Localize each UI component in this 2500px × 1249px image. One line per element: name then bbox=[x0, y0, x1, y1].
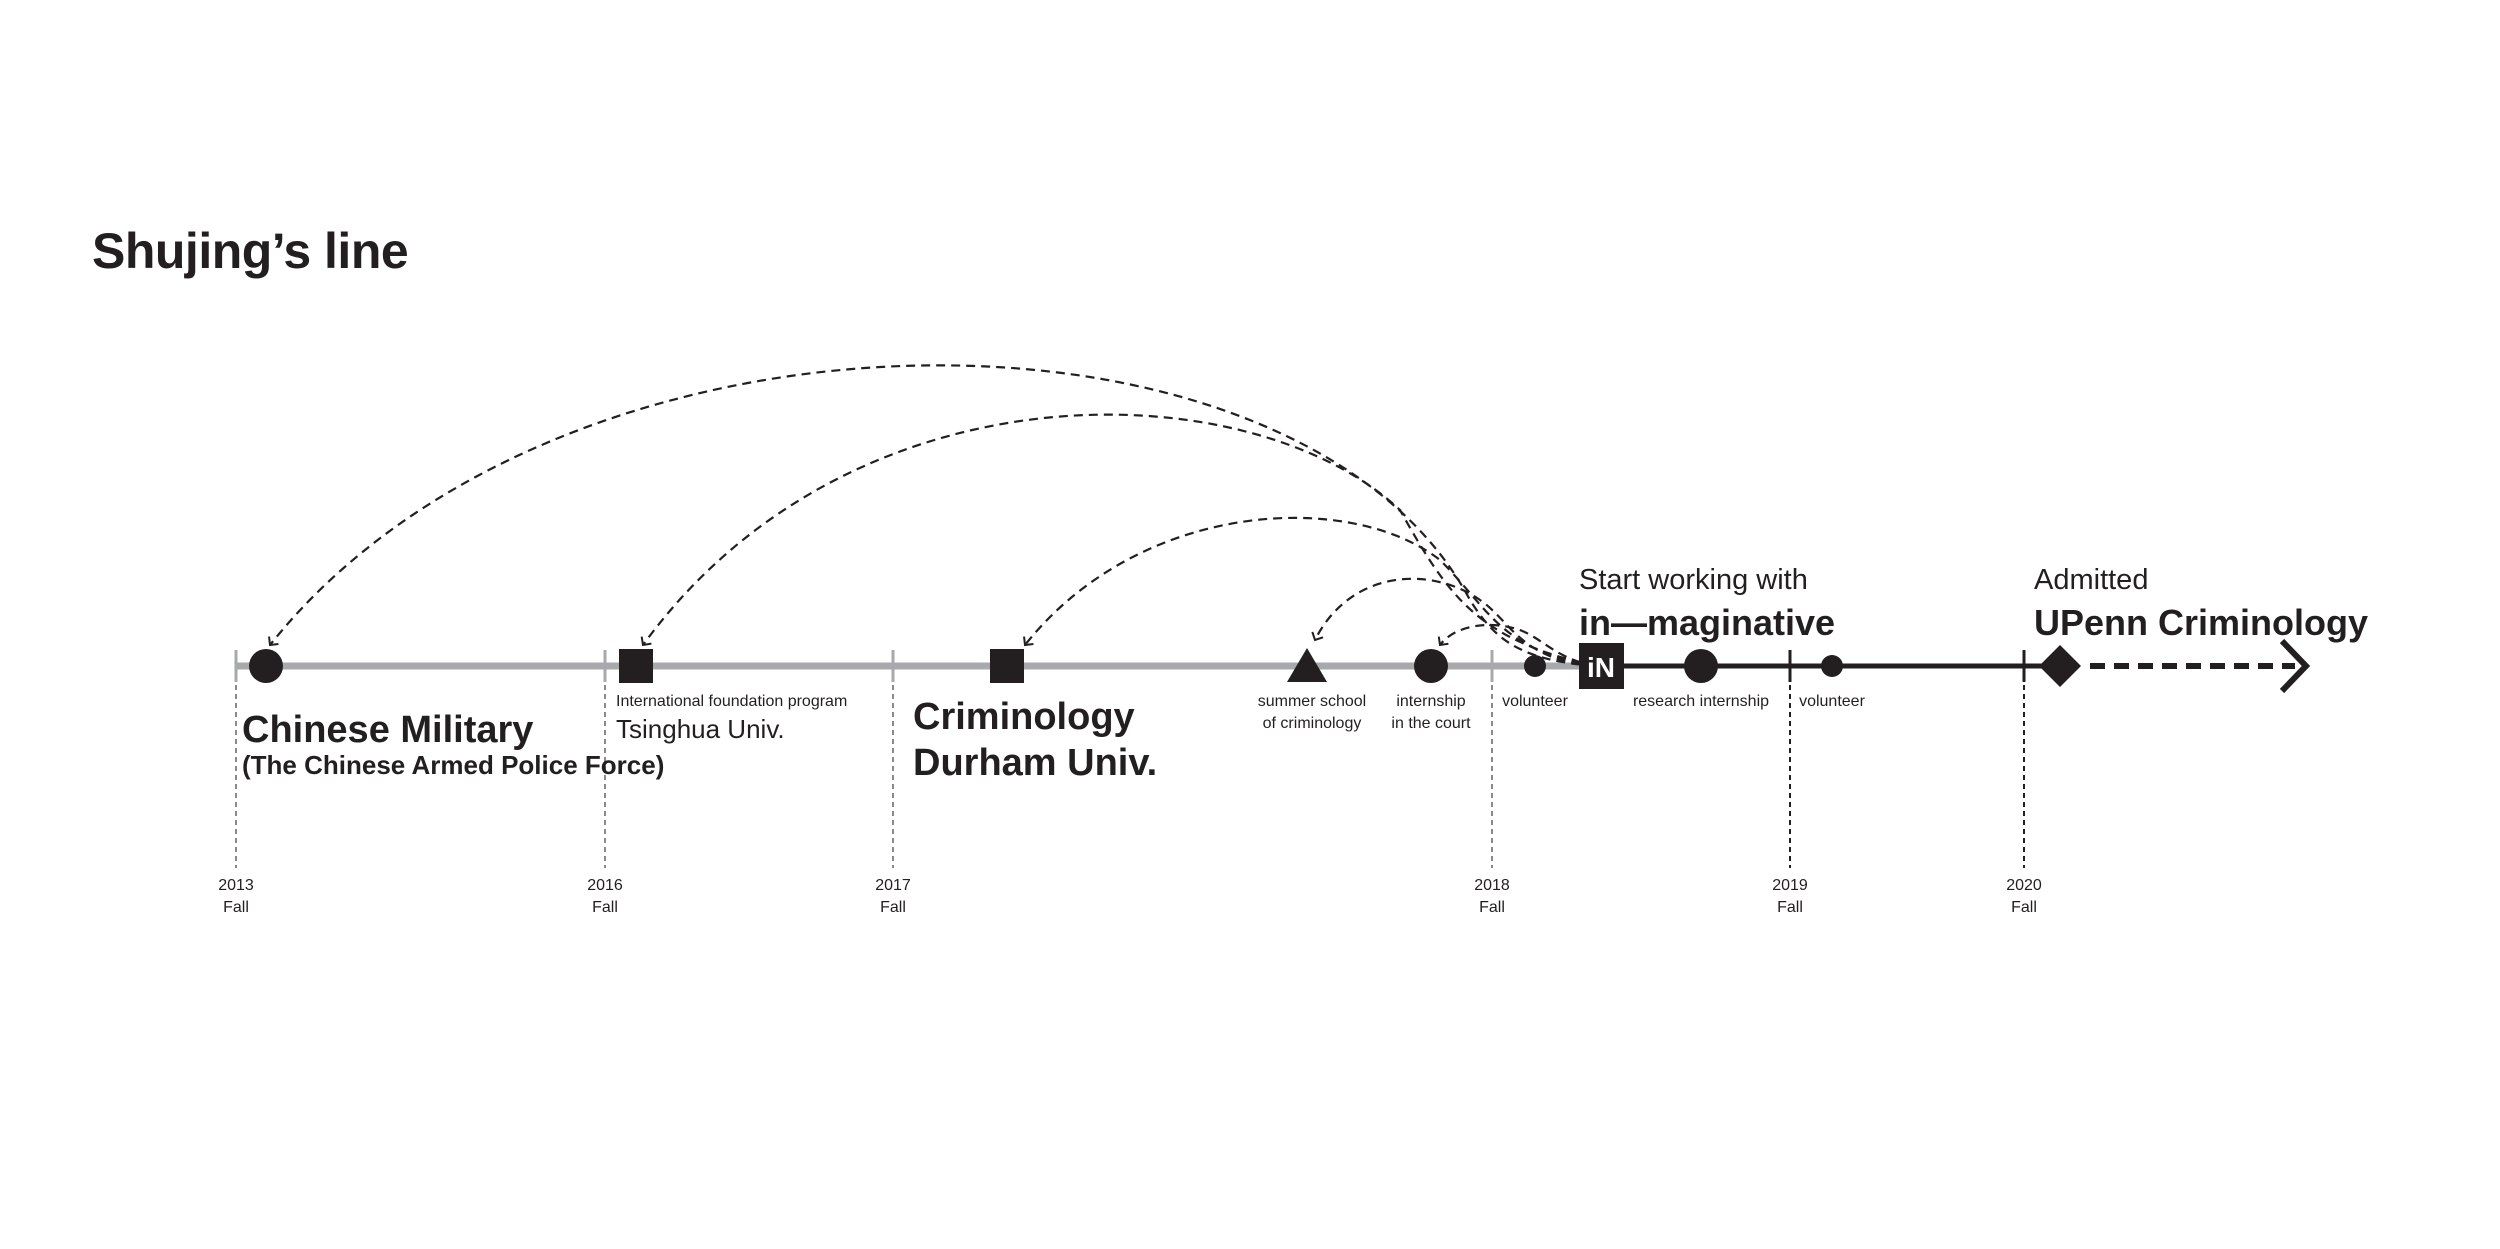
marker-upenn-diamond-icon bbox=[2039, 645, 2081, 687]
tick-marks bbox=[234, 650, 2026, 682]
page-title: Shujing’s line bbox=[92, 223, 409, 279]
inmaginative-logo-icon: iN bbox=[1579, 643, 1624, 689]
year-2013: 2013 bbox=[218, 877, 254, 894]
season-2013: Fall bbox=[223, 899, 249, 916]
arrow-to-court bbox=[1437, 623, 1596, 668]
year-2016: 2016 bbox=[587, 877, 623, 894]
season-2016: Fall bbox=[592, 899, 618, 916]
season-2018: Fall bbox=[1479, 899, 1505, 916]
military-subtitle: (The Chinese Armed Police Force) bbox=[242, 750, 664, 780]
durham-university: Durham Univ. bbox=[913, 742, 1157, 784]
tsinghua-program: International foundation program bbox=[616, 693, 847, 710]
inmaginative-intro: Start working with bbox=[1579, 564, 1808, 596]
season-2017: Fall bbox=[880, 899, 906, 916]
volunteer2-label: volunteer bbox=[1799, 693, 1865, 710]
timeline-arrow-icon bbox=[2279, 638, 2311, 694]
year-guides bbox=[235, 658, 2025, 868]
marker-tsinghua-square-icon bbox=[619, 649, 653, 683]
marker-volunteer1-circle-icon bbox=[1524, 655, 1546, 677]
marker-summer-triangle-icon bbox=[1287, 648, 1327, 682]
upenn-status: Admitted bbox=[2034, 564, 2148, 596]
court-label-line2: in the court bbox=[1391, 715, 1471, 732]
marker-research-circle-icon bbox=[1684, 649, 1718, 683]
marker-durham-square-icon bbox=[990, 649, 1024, 683]
research-label: research internship bbox=[1633, 693, 1769, 710]
inmaginative-name: in—maginative bbox=[1579, 602, 1835, 643]
tsinghua-university: Tsinghua Univ. bbox=[616, 714, 785, 744]
inmaginative-logo-text: iN bbox=[1587, 652, 1615, 683]
year-2017: 2017 bbox=[875, 877, 911, 894]
year-2019: 2019 bbox=[1772, 877, 1808, 894]
upenn-program: UPenn Criminology bbox=[2034, 602, 2368, 643]
season-2020: Fall bbox=[2011, 899, 2037, 916]
volunteer1-label: volunteer bbox=[1502, 693, 1568, 710]
connection-arrows bbox=[268, 364, 1596, 668]
summer-label-line1: summer school bbox=[1258, 693, 1366, 710]
year-2018: 2018 bbox=[1474, 877, 1510, 894]
durham-subject: Criminology bbox=[913, 696, 1135, 738]
marker-court-circle-icon bbox=[1414, 649, 1448, 683]
marker-volunteer2-circle-icon bbox=[1821, 655, 1843, 677]
year-labels: 2013 Fall 2016 Fall 2017 Fall 2018 Fall … bbox=[218, 877, 2042, 916]
arrow-to-summer bbox=[1311, 577, 1596, 668]
court-label-line1: internship bbox=[1396, 693, 1465, 710]
season-2019: Fall bbox=[1777, 899, 1803, 916]
marker-military-circle-icon bbox=[249, 649, 283, 683]
arrow-to-tsinghua bbox=[640, 413, 1596, 668]
arrow-to-durham bbox=[1023, 516, 1596, 668]
arrow-to-military bbox=[268, 364, 1596, 668]
summer-label-line2: of criminology bbox=[1263, 715, 1362, 732]
military-title: Chinese Military bbox=[242, 709, 533, 751]
year-2020: 2020 bbox=[2006, 877, 2042, 894]
